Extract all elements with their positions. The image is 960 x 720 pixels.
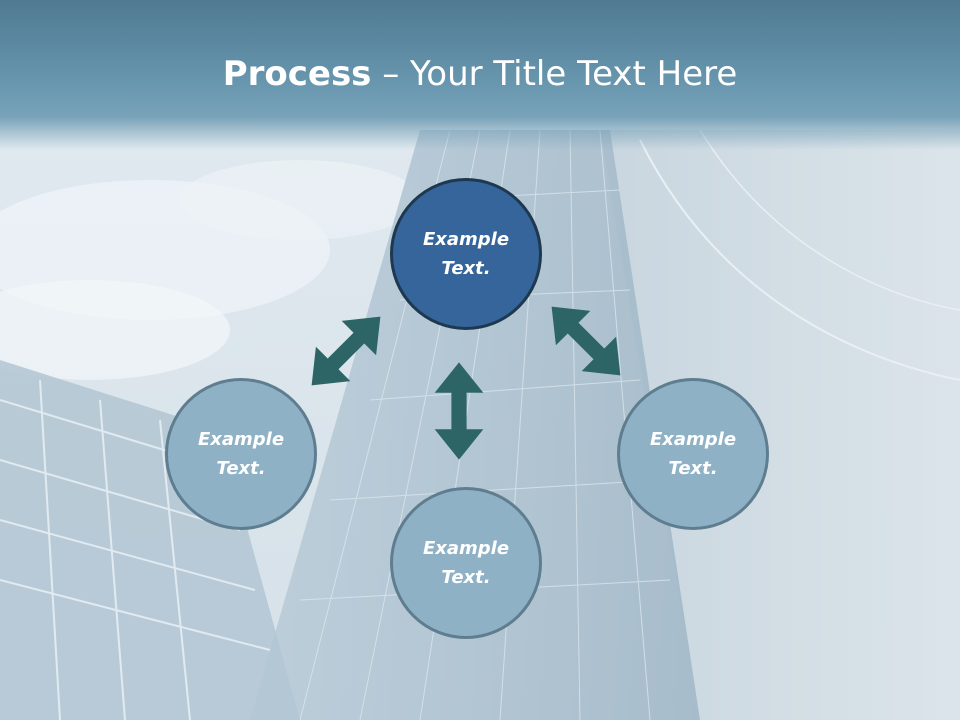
node-right-line1: Example xyxy=(649,429,737,450)
node-bottom: Example Text. xyxy=(390,487,542,639)
arrow-center xyxy=(434,362,484,460)
slide-title: Process – Your Title Text Here xyxy=(0,52,960,96)
arrow-top-right xyxy=(534,289,638,393)
node-right: Example Text. xyxy=(617,378,769,530)
node-left-line1: Example xyxy=(197,429,285,450)
title-band xyxy=(0,0,960,150)
node-top-line1: Example xyxy=(422,229,510,250)
arrow-top-left xyxy=(294,299,398,403)
node-top-line2: Text. xyxy=(441,258,491,279)
node-left-line2: Text. xyxy=(216,458,266,479)
node-top: Example Text. xyxy=(390,178,542,330)
node-bottom-line2: Text. xyxy=(441,567,491,588)
node-bottom-line1: Example xyxy=(422,538,510,559)
node-right-line2: Text. xyxy=(668,458,718,479)
node-left: Example Text. xyxy=(165,378,317,530)
title-bold: Process xyxy=(222,54,372,94)
title-rest: – Your Title Text Here xyxy=(371,54,738,94)
